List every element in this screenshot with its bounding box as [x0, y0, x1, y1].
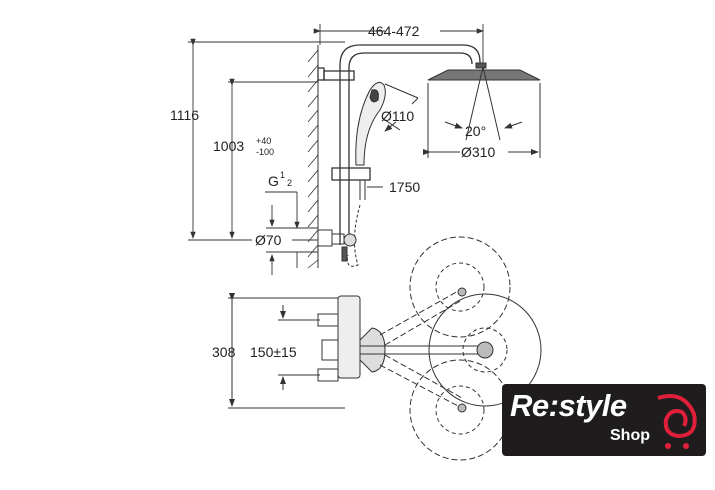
- logo-brand: Re:style: [510, 388, 627, 423]
- dimension-lines: [188, 24, 484, 275]
- dim-arm-tol-minus: -100: [256, 147, 274, 157]
- dim-spray-angle: 20°: [465, 123, 486, 139]
- restyle-shop-logo: Re:style Shop: [502, 384, 706, 456]
- dim-total-height: 1116: [170, 107, 199, 123]
- riser-pipe: [317, 44, 481, 245]
- logo-sub: Shop: [610, 427, 650, 444]
- dim-mixer-height: 308: [212, 344, 236, 360]
- head-shower: [423, 62, 541, 158]
- dim-arm-tol-plus: +40: [256, 136, 271, 146]
- dim-arm-height: 1003: [213, 138, 244, 154]
- cart-at-icon: [657, 394, 697, 449]
- dim-thread-num: 1: [280, 170, 285, 180]
- dim-hose-length: 1750: [389, 179, 420, 195]
- dim-thread-den: 2: [287, 178, 292, 188]
- thermostat-mixer: [228, 236, 542, 461]
- hand-shower: [347, 81, 419, 267]
- wall-hatching: [307, 45, 319, 269]
- wall-elbow: [317, 229, 357, 262]
- dim-thread: G: [268, 173, 279, 189]
- dim-inlet-spacing: 150±15: [250, 344, 297, 360]
- dim-head-dia: Ø310: [461, 144, 495, 160]
- dim-hand-shower-dia: Ø110: [381, 108, 414, 124]
- dim-arm-reach: 464-472: [368, 23, 420, 39]
- dim-rosette-dia: Ø70: [255, 232, 282, 248]
